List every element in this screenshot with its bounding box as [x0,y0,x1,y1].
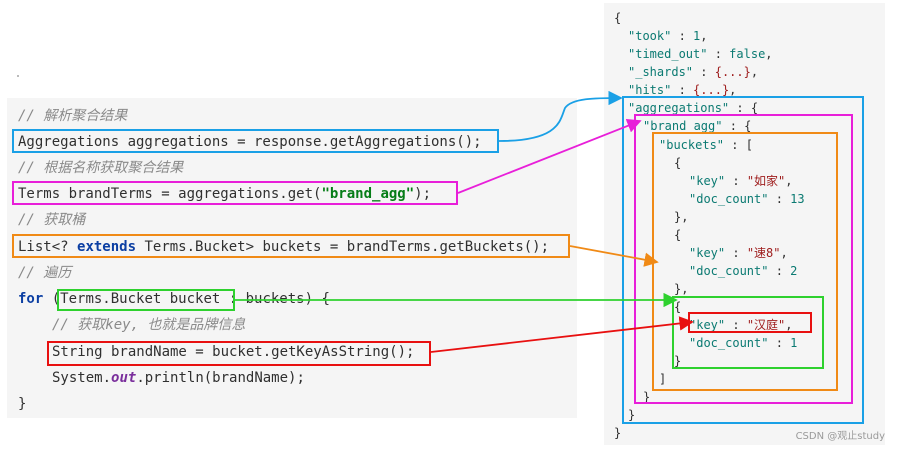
json-value: 1 [693,29,701,43]
comment-parse-aggregations: // 解析聚合结果 [18,108,128,124]
json-aggregations-close: } [628,408,636,422]
line-for-loop: for (Terms.Bucket bucket : buckets) { [18,290,330,308]
json-key: "doc_count" [689,264,769,278]
json-key: "key" [689,318,726,332]
code-text: .println(brandName); [136,370,305,386]
line-get-buckets: List<? extends Terms.Bucket> buckets = b… [18,238,549,256]
line-get-aggregations: Aggregations aggregations = response.get… [18,134,482,150]
json-close-brace: } [614,426,622,440]
json-shards: "_shards" : {...}, [628,65,759,79]
json-timed-out: "timed_out" : false, [628,47,773,61]
json-brand-agg-close: } [643,390,651,404]
json-bucket-2-key: "key" : "速8", [689,246,788,260]
json-value: "速8" [746,246,781,260]
json-key: "doc_count" [689,336,769,350]
stray-dot [17,75,19,77]
json-took: "took" : 1, [628,29,708,43]
json-key: "doc_count" [689,192,769,206]
comment-get-key: // 获取key, 也就是品牌信息 [52,317,246,333]
comment-get-by-name: // 根据名称获取聚合结果 [18,160,184,176]
code-text: System. [52,370,112,386]
line-get-brand-terms: Terms brandTerms = aggregations.get("bra… [18,185,431,203]
json-key: "_shards" [628,65,694,79]
json-key: "brand_agg" [643,119,723,133]
line-get-key-as-string: String brandName = bucket.getKeyAsString… [52,344,415,360]
highlight-json-key-value [688,312,812,333]
json-hits: "hits" : {...}, [628,83,737,97]
line-println: System.out.println(brandName); [52,369,305,387]
highlight-buckets-line [12,234,570,258]
line-close-brace: } [18,396,27,412]
json-key: "buckets" [659,138,725,152]
json-bucket-2-count: "doc_count" : 2 [689,264,798,278]
code-field-out: out [111,370,137,386]
code-keyword-extends: extends [77,239,137,255]
json-value: 13 [790,192,805,206]
json-value: 1 [790,336,798,350]
watermark: CSDN @观止study [795,431,885,442]
json-bucket-3-key: "key" : "汉庭", [689,318,793,332]
json-key: "key" [689,174,726,188]
json-value: {...} [714,65,751,79]
json-open-brace: { [614,11,622,25]
json-value: "如家" [746,174,786,188]
json-value: "汉庭" [746,318,786,332]
json-brand-agg: "brand_agg" : { [643,119,752,133]
json-key: "aggregations" [628,101,730,115]
code-text: Terms brandTerms = aggregations.get( [18,186,322,202]
code-text: ); [414,186,432,202]
json-bucket-1-key: "key" : "如家", [689,174,793,188]
highlight-key-as-string-line [47,341,431,366]
json-key: "took" [628,29,672,43]
json-bucket-1-count: "doc_count" : 13 [689,192,805,206]
json-bucket-close: }, [674,210,689,224]
json-value: 2 [790,264,798,278]
json-response-panel [604,3,885,445]
json-aggregations: "aggregations" : { [628,101,759,115]
json-value: {...} [693,83,730,97]
comment-iterate: // 遍历 [18,265,72,281]
code-keyword-for: for [18,291,44,307]
highlight-aggregations-line [12,129,499,153]
json-key: "key" [689,246,726,260]
json-value: false [729,47,766,61]
highlight-brand-terms-line [12,181,458,205]
json-bucket-open: { [674,228,682,242]
code-text: List<? [18,239,78,255]
json-bucket-close: } [674,354,682,368]
json-bucket-open: { [674,156,682,170]
code-string-brand-agg: "brand_agg" [321,186,415,202]
json-bucket-close: }, [674,282,689,296]
code-text: (Terms.Bucket bucket : buckets) { [43,291,330,307]
highlight-bucket-variable [57,289,235,311]
comment-get-buckets: // 获取桶 [18,212,86,228]
json-buckets: "buckets" : [ [659,138,753,152]
json-key: "timed_out" [628,47,708,61]
json-bucket-3-count: "doc_count" : 1 [689,336,798,350]
json-buckets-close: ] [659,372,667,386]
code-text: Terms.Bucket> buckets = brandTerms.getBu… [136,239,550,255]
json-key: "hits" [628,83,672,97]
